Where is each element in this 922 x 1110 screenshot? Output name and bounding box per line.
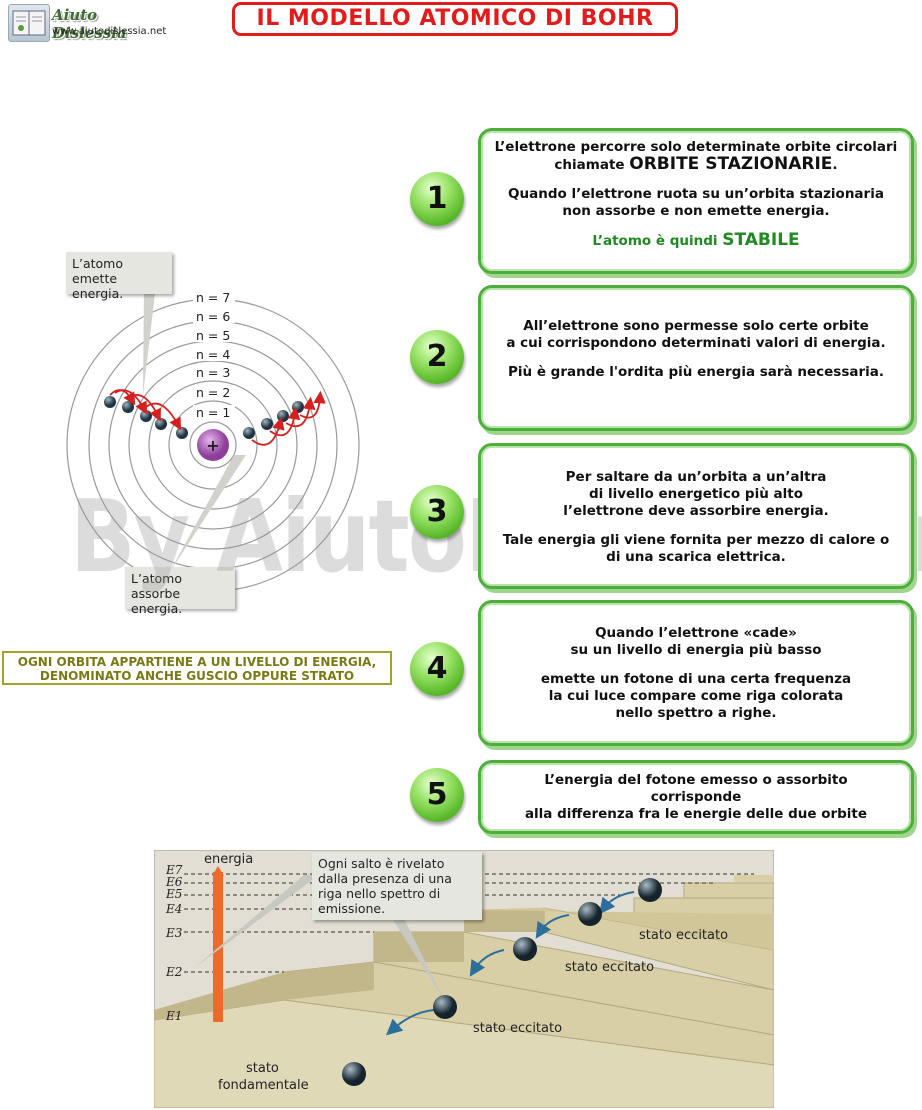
logo-title: Aiuto Dislessia	[52, 6, 127, 42]
card4-line1: Quando l’elettrone «cade»	[595, 625, 797, 641]
bohr-atom-diagram: n = 7 n = 6 n = 5 n = 4 n = 3 n = 2 n = …	[66, 285, 360, 592]
electron	[261, 418, 273, 430]
energy-bar-arrow	[212, 866, 224, 876]
electron	[104, 396, 116, 408]
emit-pointer	[143, 285, 156, 395]
orbit-label-5: n = 5	[196, 328, 230, 343]
step-card-1: L’elettrone percorre solo determinate or…	[478, 128, 914, 274]
orbit-label-2: n = 2	[196, 385, 230, 400]
electron	[292, 401, 304, 413]
stairs-steps	[154, 875, 774, 1108]
orbit-label-3: n = 3	[196, 365, 230, 380]
step-badge-4: 4	[410, 642, 464, 696]
electron-ball	[342, 1062, 366, 1086]
orbit-label-4: n = 4	[196, 347, 230, 362]
electron	[140, 410, 152, 422]
electron-ball	[513, 937, 537, 961]
level-label-e5: E5	[165, 887, 182, 901]
card1-line4: non assorbe e non emette energia.	[562, 203, 830, 219]
level-label-e6: E6	[165, 875, 183, 889]
step-card-4: Quando l’elettrone «cade» su un livello …	[478, 600, 914, 746]
card2-line1: All’elettrone sono permesse solo certe o…	[523, 318, 869, 334]
card1-line2-a: chiamate	[554, 157, 630, 173]
orbit-2	[168, 400, 258, 490]
electrons-left	[104, 396, 188, 439]
excited-label-1: stato eccitato	[639, 928, 728, 943]
electron	[243, 427, 255, 439]
card3-line5: di una scarica elettrica.	[606, 549, 786, 565]
step-card-3: Per saltare da un’orbita a un’altra di l…	[478, 443, 914, 589]
logo[interactable]: Aiuto Dislessia www.aiutodislessia.net	[8, 4, 168, 44]
stairs-callout: Ogni salto è rivelato dalla presenza di …	[312, 852, 482, 920]
card2-line2: a cui corrispondono determinati valori d…	[506, 335, 886, 351]
level-label-e4: E4	[165, 902, 182, 916]
card1-line5: L’atomo è quindi STABILE	[491, 232, 901, 250]
card1-line2: chiamate ORBITE STAZIONARIE.	[491, 156, 901, 174]
orbit-label-7: n = 7	[196, 290, 230, 305]
card1-line2-c: .	[832, 157, 838, 173]
card5-line2: corrisponde	[650, 789, 742, 805]
energy-label: energia	[204, 852, 253, 867]
card3-line2: di livello energetico più alto	[589, 486, 803, 502]
level-label-e3: E3	[165, 926, 183, 940]
note-line-2: DENOMINATO ANCHE GUSCIO OPPURE STRATO	[39, 669, 355, 683]
excited-label-2: stato eccitato	[565, 960, 654, 975]
card4-line2: su un livello di energia più basso	[570, 642, 822, 658]
nucleus-symbol: +	[206, 436, 219, 455]
energy-level-note: OGNI ORBITA APPARTIENE A UN LIVELLO DI E…	[2, 651, 392, 685]
level-label-e1: E1	[165, 1009, 182, 1023]
ground-label-1: stato	[246, 1061, 279, 1076]
page-title: IL MODELLO ATOMICO DI BOHR	[232, 2, 678, 36]
orbit-3	[148, 380, 278, 510]
step-card-5: L’energia del fotone emesso o assorbito …	[478, 760, 914, 834]
electron	[277, 410, 289, 422]
ground-label-2: fondamentale	[218, 1078, 309, 1093]
electron-ball	[578, 902, 602, 926]
card4-line4: la cui luce compare come riga colorata	[548, 688, 844, 704]
logo-book-icon	[8, 4, 50, 42]
card3-line3: l’elettrone deve assorbire energia.	[563, 503, 829, 519]
card3-line4: Tale energia gli viene fornita per mezzo…	[502, 532, 890, 548]
logo-url: www.aiutodislessia.net	[52, 26, 167, 37]
orbite-stazionarie: ORBITE STAZIONARIE	[629, 154, 833, 174]
card3-line1: Per saltare da un’orbita a un’altra	[565, 469, 827, 485]
electron-ball	[433, 995, 457, 1019]
electron-ball	[638, 878, 662, 902]
card1-line3: Quando l’elettrone ruota su un’orbita st…	[508, 186, 884, 202]
card2-line3: Più è grande l'ordita più energia sarà n…	[507, 364, 885, 380]
orbit-1	[189, 421, 237, 469]
step-badge-5: 5	[410, 768, 464, 822]
absorb-callout: L’atomo assorbe energia.	[125, 567, 235, 616]
absorb-pointer	[168, 455, 246, 575]
excited-label-3: stato eccitato	[473, 1021, 562, 1036]
step-badge-2: 2	[410, 330, 464, 384]
emission-arrows	[109, 389, 181, 431]
note-line-1: OGNI ORBITA APPARTIENE A UN LIVELLO DI E…	[17, 655, 377, 669]
step-badge-3: 3	[410, 485, 464, 539]
energy-bar	[213, 872, 223, 1022]
callout-pointer-1	[194, 875, 319, 968]
card4-line3: emette un fotone di una certa frequenza	[540, 671, 852, 687]
callout-pointer-2	[379, 898, 444, 1000]
electron	[176, 427, 188, 439]
fall-arrows	[386, 891, 635, 1036]
orbit-label-1: n = 1	[196, 405, 230, 420]
card1-line1: L’elettrone percorre solo determinate or…	[494, 139, 898, 155]
level-label-e2: E2	[165, 965, 182, 979]
orbit-label-6: n = 6	[196, 309, 230, 324]
electron	[155, 418, 167, 430]
stabile-word: STABILE	[722, 230, 800, 250]
absorption-arrows	[251, 390, 326, 446]
emit-callout: L’atomo emette energia.	[66, 252, 172, 301]
card1-line5-a: L’atomo è quindi	[592, 233, 723, 249]
nucleus	[197, 429, 229, 461]
step-card-2: All’elettrone sono permesse solo certe o…	[478, 285, 914, 431]
card4-line5: nello spettro a righe.	[615, 705, 777, 721]
level-label-e7: E7	[165, 863, 183, 877]
card5-line1: L’energia del fotone emesso o assorbito	[544, 772, 848, 788]
step-badge-1: 1	[410, 172, 464, 226]
card5-line3: alla differenza fra le energie delle due…	[524, 806, 868, 822]
electron	[122, 401, 134, 413]
